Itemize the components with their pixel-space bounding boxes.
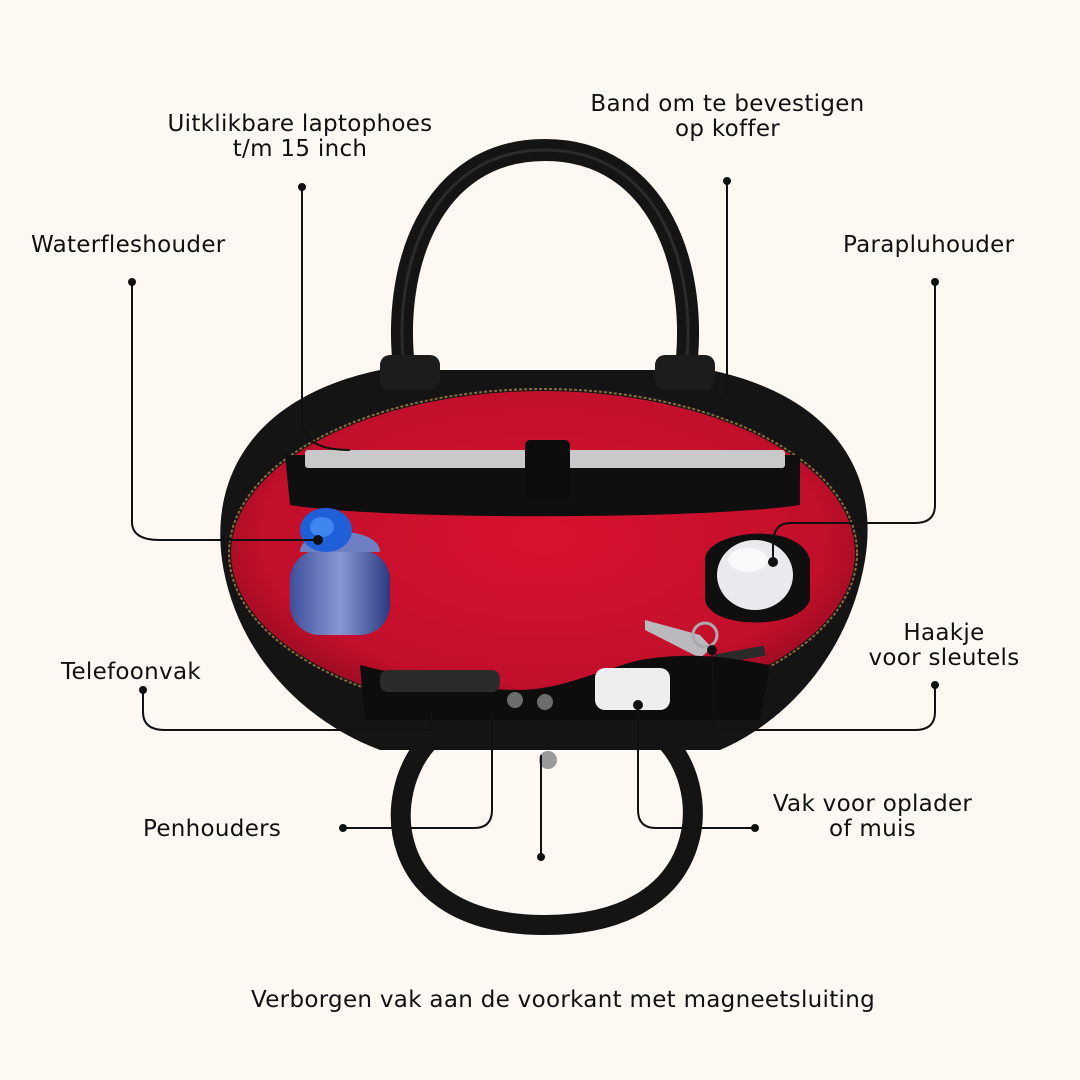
callout-dot	[931, 681, 939, 689]
umbrella-holder	[705, 533, 810, 623]
label-charger-pocket: Vak voor oplader of muis	[760, 792, 985, 842]
callout-dot	[298, 183, 306, 191]
label-front-pocket: Verborgen vak aan de voorkant met magnee…	[250, 987, 876, 1013]
callout-dot	[768, 557, 778, 567]
label-laptop-sleeve: Uitklikbare laptophoes t/m 15 inch	[150, 112, 450, 162]
label-key-hook: Haakje voor sleutels	[860, 621, 1028, 671]
label-line: Vak voor oplader	[772, 791, 973, 817]
bottom-handle	[390, 730, 703, 936]
callout-dot	[723, 177, 731, 185]
label-suitcase-strap: Band om te bevestigen op koffer	[575, 92, 880, 142]
water-bottle	[290, 508, 390, 635]
callout-line-key-hook	[711, 649, 936, 731]
callout-dot	[339, 824, 347, 832]
callout-line-laptop-sleeve	[301, 187, 351, 451]
callout-line-charger-pocket	[637, 705, 755, 829]
callout-line-pen-holders	[343, 712, 493, 829]
top-handle	[391, 138, 699, 386]
callout-dot	[931, 278, 939, 286]
label-line: Band om te bevestigen	[590, 91, 865, 117]
label-phone-pocket: Telefoonvak	[61, 659, 201, 685]
callout-line-umbrella-holder	[772, 282, 936, 562]
label-umbrella-holder: Parapluhouder	[843, 232, 1015, 258]
label-line: Haakje	[903, 620, 985, 646]
label-line: t/m 15 inch	[232, 136, 368, 162]
callout-dot	[128, 278, 136, 286]
label-bottle-holder: Waterfleshouder	[31, 232, 226, 258]
callout-dot	[313, 535, 323, 545]
label-pen-holders: Penhouders	[143, 816, 282, 842]
callout-dot	[707, 645, 717, 655]
label-line: of muis	[829, 816, 916, 842]
callout-dot	[633, 700, 643, 710]
callout-line-phone-pocket	[142, 690, 433, 731]
label-line: voor sleutels	[868, 645, 1020, 671]
label-line: Uitklikbare laptophoes	[167, 111, 433, 137]
callout-dot	[537, 853, 545, 861]
callout-dot	[751, 824, 759, 832]
callout-dot	[139, 686, 147, 694]
callout-line-bottle-holder	[131, 282, 318, 541]
label-line: op koffer	[674, 116, 781, 142]
